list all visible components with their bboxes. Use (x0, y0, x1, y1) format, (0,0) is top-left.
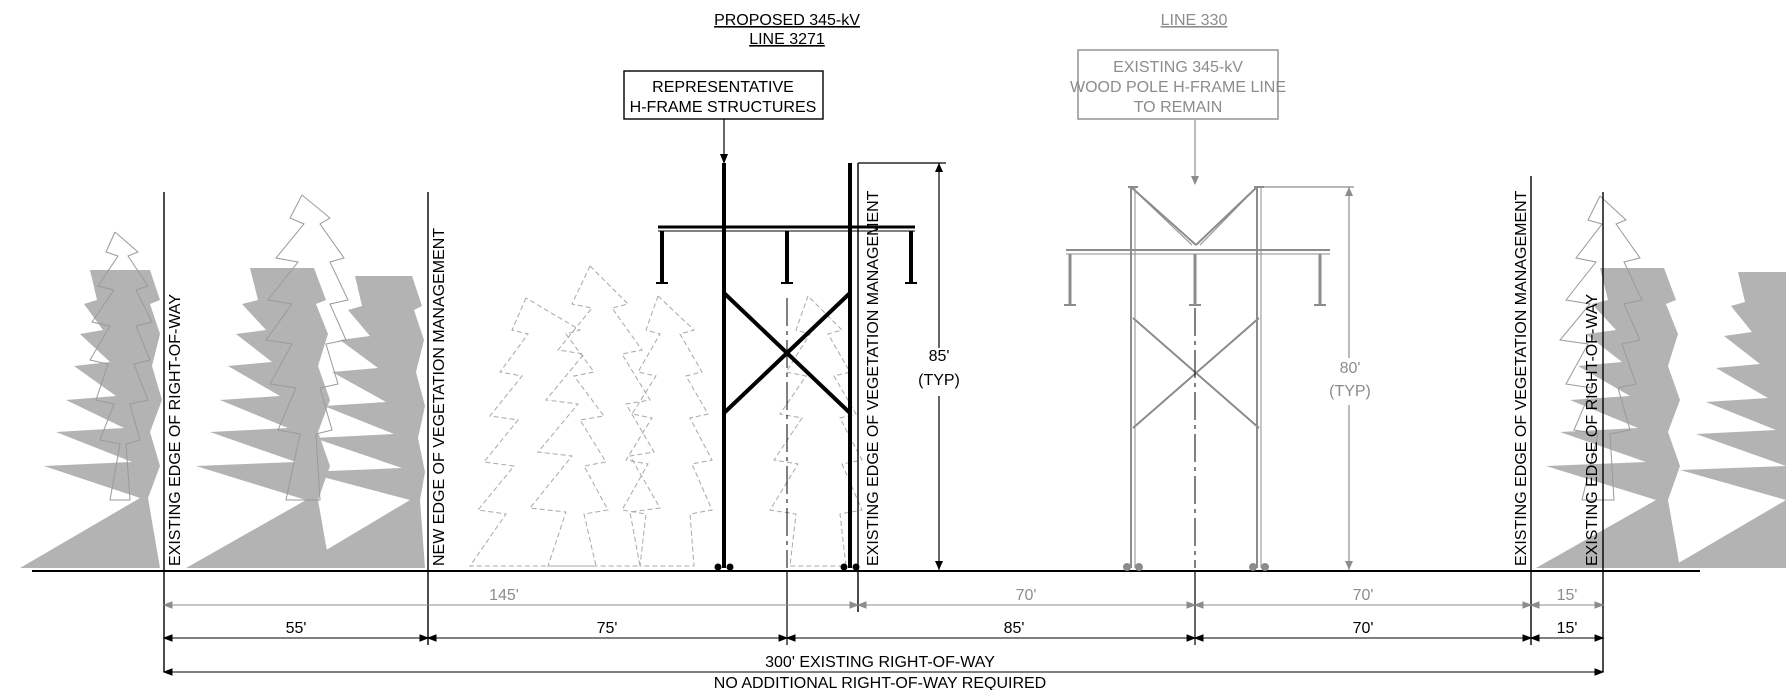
existing-dim-label: 145' (489, 587, 519, 604)
existing-veg-edge-center-label: EXISTING EDGE OF VEGETATION MANAGEMENT (865, 190, 882, 566)
proposed-dim-label: 75' (597, 620, 618, 637)
proposed-callout-box (623, 70, 824, 120)
existing-callout-box (1077, 49, 1279, 120)
proposed-dim-label: 70' (1353, 620, 1374, 637)
outlined-trees (89, 194, 1643, 501)
existing-callout-text: WOOD POLE H-FRAME LINE (1070, 79, 1286, 96)
proposed-height-dimension (858, 162, 946, 570)
proposed-dim-label: 85' (1004, 620, 1025, 637)
existing-dim-label: 70' (1353, 587, 1374, 604)
dashed-tree (529, 265, 661, 567)
pole-footing (1135, 563, 1143, 571)
existing-insulator-left (1064, 254, 1076, 306)
outlined-tree (1559, 195, 1643, 501)
solid-tree (1670, 272, 1786, 568)
pole-footing (840, 563, 848, 571)
existing-veg-edge-right-label: EXISTING EDGE OF VEGETATION MANAGEMENT (1513, 190, 1530, 566)
insulator-center (781, 231, 793, 284)
existing-top-brace (1130, 186, 1197, 246)
insulator-right (905, 231, 917, 284)
existing-dim-label: 15' (1557, 587, 1578, 604)
existing-tree-group-left (20, 268, 425, 568)
proposed-line-title: PROPOSED 345-kV (714, 12, 860, 29)
edge-reference-lines (163, 163, 1604, 672)
existing-callout-text: TO REMAIN (1134, 99, 1223, 116)
pole-footing (726, 563, 734, 571)
dashed-tree (621, 295, 713, 567)
existing-dimension-row (162, 601, 1605, 609)
existing-top-brace (1134, 190, 1193, 246)
existing-x-brace (1132, 317, 1260, 429)
outlined-tree (265, 194, 349, 501)
solid-tree (1536, 268, 1680, 568)
existing-h-frame-structure (1064, 186, 1330, 571)
proposed-dim-label: 55' (286, 620, 307, 637)
pole-footing (714, 563, 722, 571)
existing-height-note: (TYP) (1329, 383, 1371, 400)
pole-footing (1261, 563, 1269, 571)
existing-height-dimension (1263, 186, 1354, 570)
new-veg-edge-label: NEW EDGE OF VEGETATION MANAGEMENT (431, 228, 448, 566)
total-row-note: NO ADDITIONAL RIGHT-OF-WAY REQUIRED (714, 675, 1046, 690)
existing-dim-label: 70' (1016, 587, 1037, 604)
pole-footing (1249, 563, 1257, 571)
existing-callout-text: EXISTING 345-kV (1113, 59, 1243, 76)
proposed-dim-label: 15' (1557, 620, 1578, 637)
existing-insulator-right (1314, 254, 1326, 306)
cleared-trees-dashed (469, 265, 863, 567)
existing-insulator-center (1189, 254, 1201, 306)
leader-arrowhead (720, 154, 728, 164)
solid-tree (186, 268, 330, 568)
total-row-label: 300' EXISTING RIGHT-OF-WAY (765, 654, 995, 671)
existing-tree-group-right (1536, 268, 1786, 568)
leader-arrowhead (1191, 176, 1199, 185)
solid-tree (20, 270, 162, 568)
existing-row-edge-right-label: EXISTING EDGE OF RIGHT-OF-WAY (1584, 294, 1601, 566)
total-dimension-row (162, 668, 1605, 676)
existing-top-brace (1199, 190, 1254, 246)
proposed-line-number: LINE 3271 (749, 31, 825, 48)
proposed-height-label: 85' (929, 348, 950, 365)
outlined-tree (89, 231, 153, 501)
existing-height-label: 80' (1340, 360, 1361, 377)
proposed-callout-text: REPRESENTATIVE (652, 79, 794, 96)
proposed-dimension-row (162, 634, 1605, 642)
pole-footing (1123, 563, 1131, 571)
solid-tree (296, 276, 425, 568)
existing-line-title: LINE 330 (1161, 12, 1228, 29)
proposed-callout-text: H-FRAME STRUCTURES (630, 99, 817, 116)
insulator-left (656, 231, 668, 284)
proposed-height-note: (TYP) (918, 372, 960, 389)
dashed-tree (469, 297, 609, 567)
existing-row-edge-left-label: EXISTING EDGE OF RIGHT-OF-WAY (167, 294, 184, 566)
dashed-tree (769, 295, 863, 567)
